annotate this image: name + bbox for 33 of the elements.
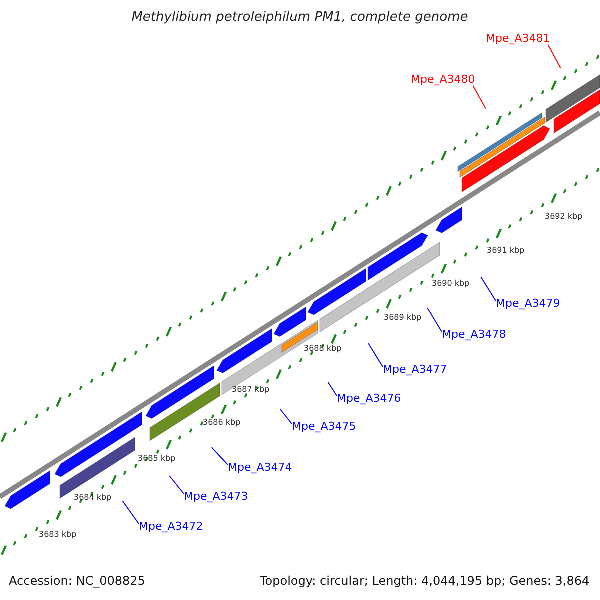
gene-label: Mpe_A3475 [292, 421, 356, 432]
gene-label: Mpe_A3476 [337, 393, 402, 404]
gene-label: Mpe_A3479 [496, 298, 560, 309]
leader-line [211, 447, 228, 466]
leader-line [328, 382, 338, 396]
scale-label: 3689 kbp [384, 314, 422, 322]
scale-label: 3690 kbp [432, 280, 470, 288]
gene-label: Mpe_A3472 [139, 521, 204, 532]
scale-label: 3692 kbp [545, 213, 583, 221]
leader-line [280, 408, 292, 424]
scale-label: 3691 kbp [487, 247, 525, 255]
leader-line [548, 44, 562, 69]
scale-label: 3686 kbp [203, 419, 241, 427]
scale-label: 3684 kbp [74, 494, 112, 502]
gene-label: Mpe_A3478 [442, 329, 506, 340]
scale-label: 3683 kbp [39, 531, 77, 539]
gene-label: Mpe_A3480 [411, 74, 476, 85]
footer-text: Accession: NC_008825 [9, 575, 146, 587]
leader-line [122, 500, 140, 524]
leader-line [480, 276, 496, 302]
gene-label: Mpe_A3474 [228, 462, 292, 473]
scale-label: 3687 kbp [232, 386, 270, 394]
gene-label: Mpe_A3477 [383, 364, 448, 375]
footer-text: Topology: circular; Length: 4,044,195 bp; Genes: 3,864 [260, 575, 590, 587]
leader-line [368, 343, 384, 368]
scale-label: 3685 kbp [138, 455, 176, 463]
leader-line [427, 308, 442, 332]
gene-label: Mpe_A3481 [486, 33, 550, 44]
leader-line [472, 86, 486, 110]
scale-label: 3688 kbp [304, 345, 342, 353]
leader-line [169, 476, 184, 494]
title: Methylibium petroleiphilum PM1, complete genome [130, 11, 470, 24]
gene-label: Mpe_A3473 [184, 491, 248, 502]
